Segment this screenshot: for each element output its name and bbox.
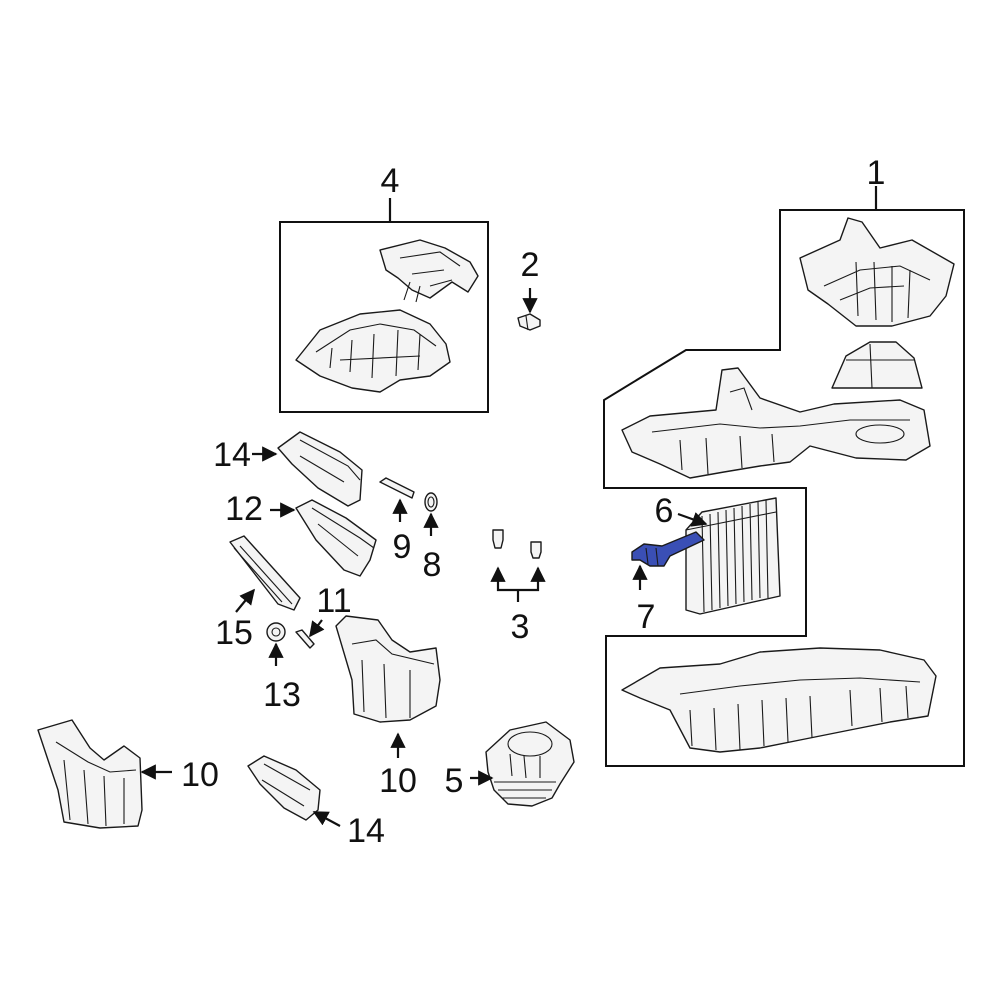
retainer-clip xyxy=(517,313,541,331)
air-duct-lower xyxy=(247,755,321,821)
callout-14a: 14 xyxy=(213,436,251,474)
callout-15: 15 xyxy=(215,614,253,652)
highlighted-tube-path xyxy=(631,531,705,567)
callout-13: 13 xyxy=(263,676,301,714)
lower-case-part xyxy=(621,647,937,753)
nut xyxy=(266,622,286,642)
leader-6 xyxy=(677,512,708,527)
blower-motor xyxy=(485,721,575,807)
stud-fasteners xyxy=(492,529,542,559)
floor-duct-left xyxy=(37,719,143,829)
bolt xyxy=(379,477,415,499)
callout-14b: 14 xyxy=(347,812,385,850)
screw xyxy=(295,629,315,649)
group-frame-1 xyxy=(603,209,965,767)
callout-12: 12 xyxy=(225,490,263,528)
blower-dome xyxy=(831,341,923,389)
air-duct-upper xyxy=(277,431,363,507)
callout-7: 7 xyxy=(637,598,656,636)
case-lower-part xyxy=(295,309,451,393)
callout-10a: 10 xyxy=(181,756,219,794)
leader-15 xyxy=(235,588,255,613)
case-upper-part xyxy=(379,239,479,303)
callout-1: 1 xyxy=(867,154,886,192)
callout-4: 4 xyxy=(381,162,400,200)
callout-3: 3 xyxy=(511,608,530,646)
evaporator-tube-highlighted xyxy=(631,531,705,567)
leader-14b xyxy=(312,811,341,827)
leader-11 xyxy=(309,619,325,638)
air-duct-12 xyxy=(295,499,377,577)
callout-11: 11 xyxy=(316,582,351,620)
callout-10b: 10 xyxy=(379,762,417,800)
callout-5: 5 xyxy=(445,762,464,800)
leader-3 xyxy=(490,566,546,592)
floor-duct-center xyxy=(335,615,441,723)
callout-2: 2 xyxy=(521,246,540,284)
upper-case-cover xyxy=(799,217,955,327)
evaporator-core xyxy=(685,497,781,615)
cabin-air-filter xyxy=(229,535,301,611)
group-frame-4 xyxy=(279,221,489,413)
callout-8: 8 xyxy=(423,546,442,584)
middle-case-part xyxy=(621,367,931,479)
grommet xyxy=(424,492,438,512)
callout-6: 6 xyxy=(655,492,674,530)
callout-9: 9 xyxy=(393,528,412,566)
